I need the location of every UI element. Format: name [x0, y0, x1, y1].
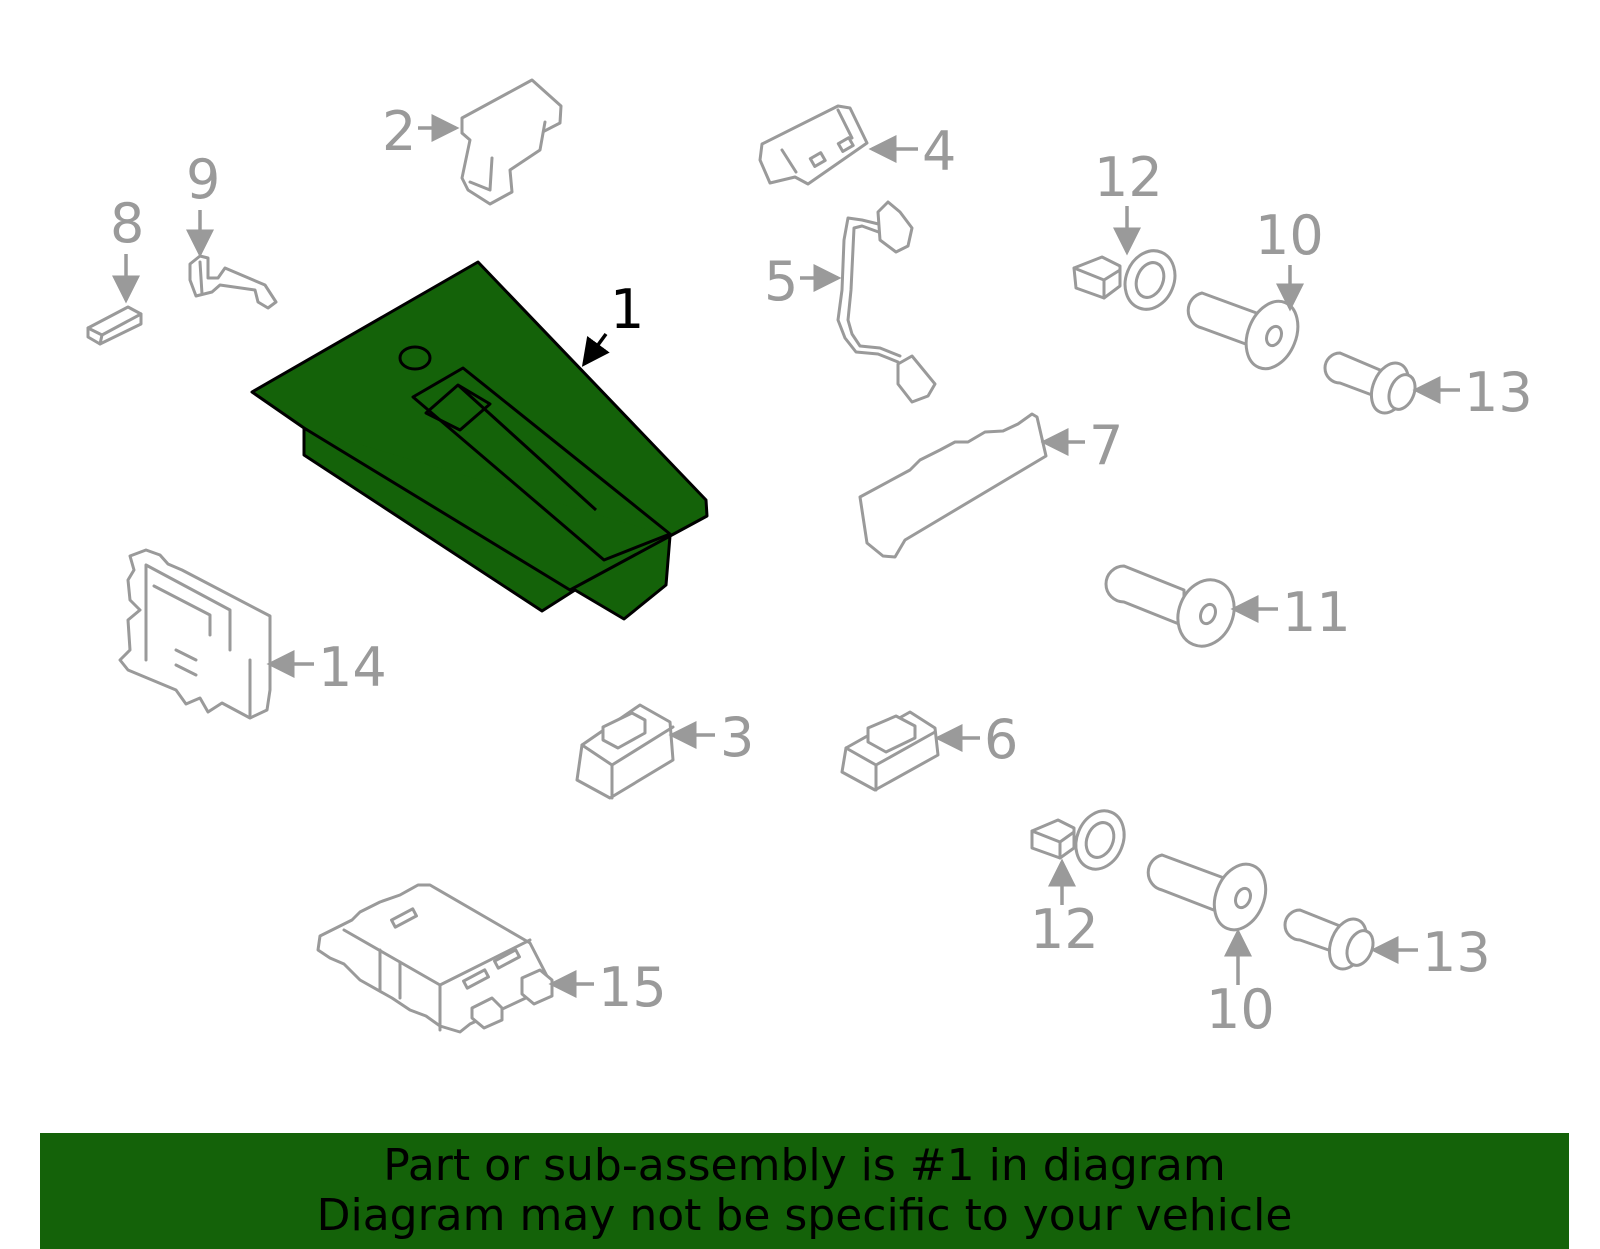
banner-line-1: Part or sub-assembly is #1 in diagram [383, 1140, 1226, 1191]
callout-15: 15 [598, 956, 667, 1019]
callout-5: 5 [764, 250, 798, 313]
leader-lines [112, 114, 1460, 998]
callout-6: 6 [984, 708, 1018, 771]
banner-line-2: Diagram may not be specific to your vehi… [316, 1190, 1293, 1241]
part-10-bolt-lower[interactable] [1146, 853, 1275, 938]
callout-12-lower: 12 [1030, 898, 1099, 961]
part-14-control-module[interactable] [118, 548, 272, 720]
part-5-wire-harness[interactable] [836, 200, 937, 404]
callout-4: 4 [922, 120, 956, 183]
part-9-lever[interactable] [188, 254, 278, 310]
part-4-bracket[interactable] [758, 104, 869, 186]
callout-12-upper: 12 [1094, 146, 1163, 209]
callout-10-lower: 10 [1206, 978, 1275, 1041]
part-13-screw-lower[interactable] [1283, 908, 1378, 974]
callout-13-upper: 13 [1464, 361, 1533, 424]
part-13-screw-upper[interactable] [1323, 351, 1420, 418]
callout-7: 7 [1089, 414, 1123, 477]
part-6-switch[interactable] [840, 710, 940, 792]
callout-9: 9 [186, 148, 220, 211]
part-10-bolt-upper[interactable] [1186, 291, 1307, 376]
part-8-clip[interactable] [86, 305, 143, 346]
info-banner: Part or sub-assembly is #1 in diagram Di… [40, 1133, 1569, 1249]
part-15-electronic-module[interactable] [316, 883, 554, 1034]
part-11-bolt[interactable] [1104, 564, 1244, 655]
part-2-switch-cap[interactable] [460, 78, 563, 206]
callout-14: 14 [318, 636, 387, 699]
part-12-grommet-upper[interactable] [1072, 243, 1183, 317]
part-12-grommet-lower[interactable] [1030, 804, 1133, 877]
callout-1: 1 [610, 278, 644, 341]
callout-labels: 1 2 3 4 5 6 7 8 9 10 10 11 12 12 13 13 1… [110, 100, 1533, 1041]
callout-8: 8 [110, 192, 144, 255]
callout-11: 11 [1282, 581, 1351, 644]
part-1-console-panel[interactable] [250, 260, 709, 621]
callout-13-lower: 13 [1422, 921, 1491, 984]
part-3-switch[interactable] [575, 703, 675, 800]
callout-3: 3 [720, 706, 754, 769]
callout-2: 2 [382, 100, 416, 163]
part-7-module-cover[interactable] [858, 412, 1048, 559]
callout-10-upper: 10 [1255, 204, 1324, 267]
